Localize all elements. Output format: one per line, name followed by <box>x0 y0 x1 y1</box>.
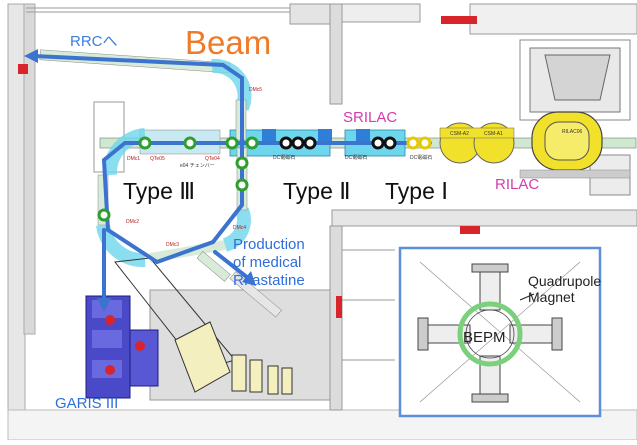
quadrupole-inset <box>398 246 602 418</box>
bpm-markers <box>97 136 432 222</box>
qte05-label: QTe05 <box>150 156 165 162</box>
e04-chamber-label: e04 チェンバー <box>180 163 215 169</box>
red-door-markers <box>18 16 480 318</box>
srilac-label: SRILAC <box>343 109 398 126</box>
csm-a2-label: CSM-A2 <box>450 131 469 137</box>
beam-arrowheads <box>24 49 256 312</box>
green-ring-marker <box>245 136 259 150</box>
type2-label: Type Ⅱ <box>283 178 351 204</box>
quadrupole-line-1: Quadrupole <box>528 273 602 289</box>
arrow-down-icon <box>97 298 111 312</box>
green-ring-marker <box>138 136 152 150</box>
yellow-ring-marker <box>406 136 420 150</box>
yellow-ring-marker <box>418 136 432 150</box>
csm-a1-label: CSM-A1 <box>484 131 503 137</box>
black-ring-marker <box>279 136 293 150</box>
dc-magnet-label-2: DC電磁石 <box>345 155 368 161</box>
production-beamline <box>196 251 282 318</box>
arrow-down-right-icon <box>242 271 256 286</box>
type1-label: Type Ⅰ <box>385 178 449 204</box>
dmc2-label: DMc2 <box>126 219 140 225</box>
rilac06-label: RILAC06 <box>562 129 583 135</box>
black-ring-marker <box>303 136 317 150</box>
production-label: Production of medical RI astatine <box>233 236 305 290</box>
rrc-label: RRCへ <box>70 33 118 50</box>
garis-label: GARIS III <box>55 395 119 412</box>
dc-magnet-label-1: DC電磁石 <box>273 155 296 161</box>
black-ring-marker <box>291 136 305 150</box>
type3-label: Type Ⅲ <box>123 178 196 204</box>
arrow-left-icon <box>24 49 38 63</box>
production-line-3: RI astatine <box>233 272 305 289</box>
quadrupole-label: Quadrupole Magnet <box>528 273 601 305</box>
black-ring-marker <box>371 136 385 150</box>
green-ring-marker <box>235 156 249 170</box>
black-ring-marker <box>383 136 397 150</box>
qte04-label: QTe04 <box>205 156 220 162</box>
beam-path <box>32 54 432 302</box>
beam-label: Beam <box>185 24 272 61</box>
garis-iii-device <box>85 257 293 399</box>
green-ring-marker <box>235 178 249 192</box>
bepm-label: BEPM <box>463 329 506 346</box>
green-ring-marker <box>183 136 197 150</box>
dmc3-label: DMc3 <box>166 242 180 248</box>
dmc4-label: DMc4 <box>233 225 247 231</box>
green-ring-marker <box>225 136 239 150</box>
production-line-1: Production <box>233 236 305 253</box>
quadrupole-line-2: Magnet <box>528 289 575 305</box>
dc-magnet-label-3: DC電磁石 <box>410 155 433 161</box>
production-line-2: of medical <box>233 254 302 271</box>
rilac-label: RILAC <box>495 176 540 193</box>
dmc1-label: DMc1 <box>127 156 141 162</box>
dmc5-label: DMc5 <box>249 87 263 93</box>
green-ring-marker <box>97 208 111 222</box>
